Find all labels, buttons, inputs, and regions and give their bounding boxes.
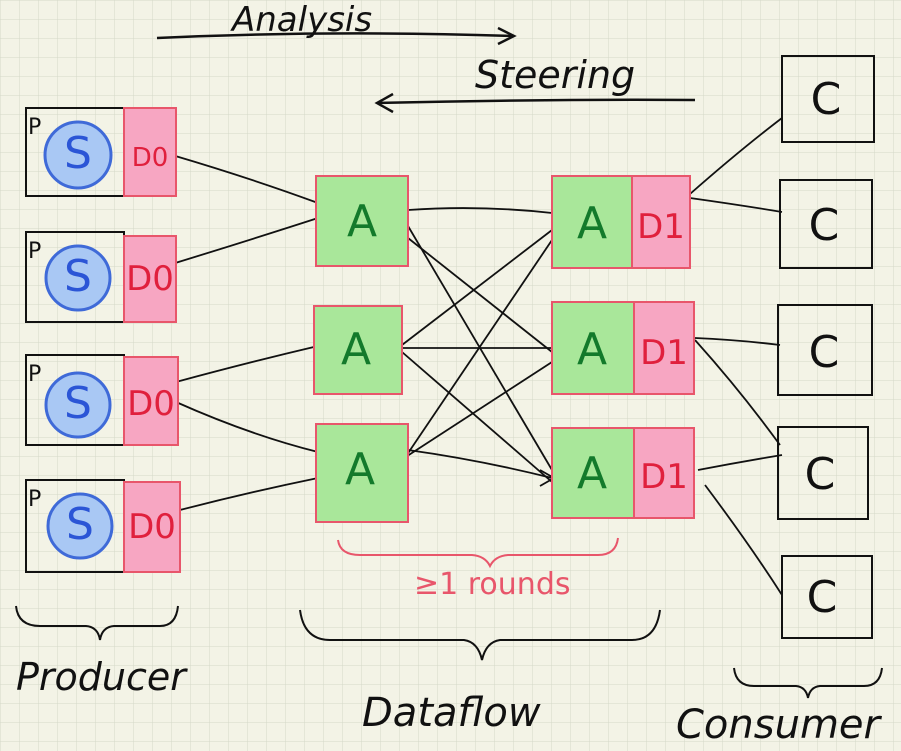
consumer-brace: Consumer [676, 667, 883, 748]
consumer-box [779, 179, 873, 269]
producer-item: P S D0 [25, 107, 177, 197]
consumer-item: C [777, 304, 873, 396]
consumer-label: Consumer [676, 702, 883, 748]
d0-box [123, 107, 177, 197]
p-label: P [28, 362, 41, 387]
consumer-box [777, 304, 873, 396]
consumer-box [781, 555, 873, 639]
d0-label: D0 [127, 384, 175, 424]
a-label: A [341, 324, 371, 375]
analysis-box [551, 427, 635, 519]
source-circle [43, 120, 113, 190]
consumer-column: C C C C C [777, 55, 875, 639]
p-label: P [28, 487, 41, 512]
d0-box [123, 356, 179, 446]
d0-label: D0 [126, 259, 174, 299]
d1-box [633, 427, 695, 519]
source-circle [44, 371, 112, 439]
source-circle [44, 244, 112, 312]
analysis-arrow: Analysis [156, 0, 517, 46]
c-label: C [805, 449, 836, 500]
analysis-box [315, 423, 409, 523]
d1-box [633, 301, 695, 395]
dataflow-left-column: A A A [313, 175, 409, 523]
analysis-output-node: A D1 [551, 301, 695, 395]
consumer-item: C [781, 555, 873, 639]
d1-label: D1 [640, 333, 688, 373]
analysis-box [551, 301, 635, 395]
c-label: C [811, 74, 842, 125]
d0-label: D0 [132, 143, 169, 173]
s-label: S [64, 251, 92, 302]
p-label: P [28, 115, 41, 140]
a-label: A [577, 448, 607, 499]
source-circle [46, 492, 114, 560]
rounds-bracket: ≥1 rounds [337, 537, 619, 602]
consumer-box [781, 55, 875, 143]
c-label: C [809, 200, 840, 251]
producer-item: P S D0 [25, 479, 181, 573]
analysis-output-node: A D1 [551, 175, 691, 269]
c-label: C [809, 327, 840, 378]
s-label: S [66, 499, 94, 550]
analysis-box [551, 175, 633, 269]
analysis-box [313, 305, 403, 395]
d0-box [123, 481, 181, 573]
producer-brace: Producer [15, 605, 188, 699]
dataflow-label: Dataflow [362, 690, 541, 736]
analysis-node: A [315, 423, 409, 523]
steering-label: Steering [475, 53, 635, 97]
analysis-node: A [315, 175, 409, 267]
producer-label: Producer [16, 655, 188, 699]
d1-label: D1 [637, 207, 685, 247]
connections [171, 117, 783, 596]
consumer-item: C [779, 179, 873, 269]
a-label: A [347, 196, 377, 247]
d0-label: D0 [128, 507, 176, 547]
producer-item: P S D0 [25, 354, 179, 446]
analysis-output-node: A D1 [551, 427, 695, 519]
p-label: P [28, 239, 41, 264]
d1-box [631, 175, 691, 269]
dataflow-brace: Dataflow [299, 609, 661, 736]
producer-item: P S D0 [25, 231, 177, 323]
rounds-label: ≥1 rounds [414, 567, 571, 602]
s-label: S [64, 128, 92, 179]
s-label: S [64, 378, 92, 429]
steering-arrow: Steering [374, 53, 696, 114]
d1-label: D1 [640, 457, 688, 497]
a-label: A [577, 324, 607, 375]
consumer-item: C [777, 426, 869, 520]
a-label: A [577, 198, 607, 249]
dataflow-right-column: A D1 A D1 A D1 [551, 175, 695, 519]
analysis-label: Analysis [230, 0, 372, 40]
producer-column: P S D0 P S D0 P S D0 P S D0 [25, 107, 181, 573]
a-label: A [345, 444, 375, 495]
consumer-box [777, 426, 869, 520]
consumer-item: C [781, 55, 875, 143]
c-label: C [807, 572, 838, 623]
analysis-node: A [313, 305, 403, 395]
d0-box [123, 235, 177, 323]
analysis-box [315, 175, 409, 267]
